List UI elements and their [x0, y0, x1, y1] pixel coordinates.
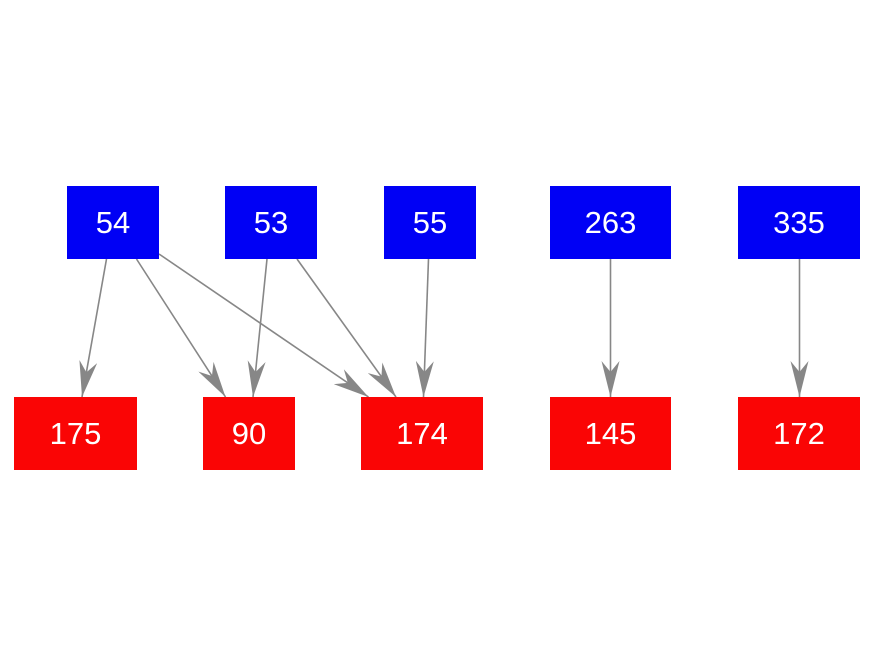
node-175: 175 — [14, 397, 137, 470]
node-174: 174 — [361, 397, 483, 470]
node-55: 55 — [384, 186, 476, 259]
node-263: 263 — [550, 186, 671, 259]
edge-54-to-175 — [79, 258, 108, 398]
node-335: 335 — [738, 186, 860, 259]
edge-53-to-90 — [247, 258, 268, 398]
node-54: 54 — [67, 186, 159, 259]
node-53: 53 — [225, 186, 317, 259]
edge-54-to-174 — [158, 253, 369, 398]
edge-53-to-174 — [296, 258, 397, 398]
edge-54-to-90 — [135, 258, 227, 398]
node-172: 172 — [738, 397, 860, 470]
edge-55-to-174 — [415, 258, 434, 398]
node-145: 145 — [550, 397, 671, 470]
node-90: 90 — [203, 397, 295, 470]
